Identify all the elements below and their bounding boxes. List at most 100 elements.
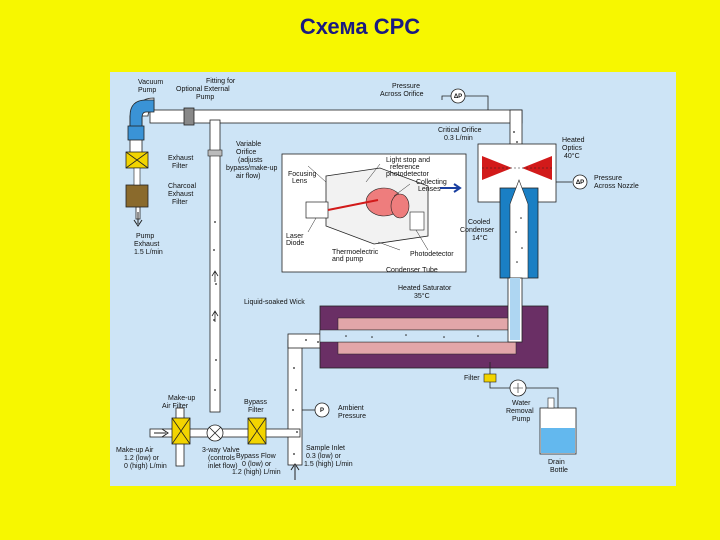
label-filter: Filter (464, 375, 480, 382)
svg-text:bypass/make-up: bypass/make-up (226, 165, 277, 172)
svg-text:0.3 L/min: 0.3 L/min (444, 135, 473, 142)
svg-text:Air Filter: Air Filter (162, 403, 189, 410)
label-vacuum-pump: Vacuum Pump (138, 79, 163, 94)
svg-text:Pressure: Pressure (594, 175, 622, 182)
label-critical-orifice: Critical Orifice 0.3 L/min (438, 127, 482, 142)
svg-text:Thermoelectric: Thermoelectric (332, 249, 379, 256)
svg-text:Light stop and: Light stop and (386, 157, 430, 164)
svg-text:3-way Valve: 3-way Valve (202, 447, 240, 454)
label-bypass-flow: Bypass Flow 0 (low) or 1.2 (high) L/min (232, 453, 281, 476)
ambient-pressure-gauge: P (302, 402, 330, 418)
svg-text:Removal: Removal (506, 408, 534, 415)
label-water-pump: Water Removal Pump (506, 400, 534, 423)
nozzle-pressure-gauge: ΔP (556, 174, 588, 190)
svg-text:Pump: Pump (512, 416, 530, 423)
svg-text:35°C: 35°C (414, 292, 430, 300)
svg-text:Vacuum: Vacuum (138, 79, 163, 86)
svg-text:Orifice: Orifice (236, 149, 256, 156)
svg-text:0 (high) L/min: 0 (high) L/min (124, 463, 167, 470)
label-photodetector: Photodetector (410, 251, 454, 258)
svg-text:Variable: Variable (236, 141, 261, 148)
delta-p-symbol: ΔP (454, 94, 462, 100)
label-drain-bottle: Drain Bottle (548, 459, 568, 474)
diagram-panel (110, 72, 676, 486)
svg-text:1.5 L/min: 1.5 L/min (134, 249, 163, 256)
label-light-stop: Light stop and reference photodetector (386, 157, 430, 178)
label-pump-exhaust: Pump Exhaust 1.5 L/min (134, 233, 163, 256)
label-bypass-filter: Bypass Filter (244, 399, 267, 414)
svg-text:P: P (320, 408, 324, 414)
variable-orifice-icon[interactable] (207, 149, 223, 157)
svg-text:Heated Saturator: Heated Saturator (398, 285, 452, 292)
label-collecting-lenses: Collecting Lenses (416, 179, 447, 193)
svg-text:Focusing: Focusing (288, 171, 317, 178)
label-three-way-valve: 3-way Valve (controls inlet flow) (202, 447, 240, 470)
cpc-schematic: ΔP ΔP (110, 72, 676, 486)
svg-text:Make-up Air: Make-up Air (116, 447, 154, 454)
svg-text:Drain: Drain (548, 459, 565, 466)
svg-text:air flow): air flow) (236, 173, 261, 180)
exhaust-filter-icon (125, 151, 149, 169)
svg-text:40°C: 40°C (564, 152, 580, 160)
three-way-valve-icon[interactable] (206, 424, 224, 442)
label-thermoelectric: Thermoelectric and pump (332, 249, 379, 263)
label-focusing-lens: Focusing Lens (288, 171, 317, 185)
vacuum-pump-icon (127, 99, 155, 141)
svg-text:Bottle: Bottle (550, 467, 568, 474)
svg-text:Fitting for: Fitting for (206, 78, 236, 85)
svg-text:photodetector: photodetector (386, 171, 429, 178)
label-makeup-air: Make-up Air 1.2 (low) or 0 (high) L/min (116, 447, 167, 470)
bypass-filter-icon (247, 417, 267, 445)
svg-text:(adjusts: (adjusts (238, 157, 263, 164)
svg-text:Filter: Filter (248, 407, 264, 414)
svg-text:Critical Orifice: Critical Orifice (438, 127, 482, 134)
svg-text:14°C: 14°C (472, 234, 488, 242)
label-laser-diode: Laser Diode (286, 233, 304, 247)
svg-text:Filter: Filter (172, 199, 188, 206)
svg-text:Pressure: Pressure (338, 413, 366, 420)
cooled-condenser-icon (499, 179, 539, 279)
external-pump-fitting[interactable] (183, 107, 195, 126)
makeup-filter-icon (171, 417, 191, 445)
svg-text:0.3 (low) or: 0.3 (low) or (306, 453, 342, 460)
label-pressure-nozzle: Pressure Across Nozzle (594, 175, 639, 190)
svg-text:Exhaust: Exhaust (134, 241, 159, 248)
svg-text:0 (low) or: 0 (low) or (242, 461, 272, 468)
inlet-arrows (154, 428, 300, 480)
svg-text:inlet flow): inlet flow) (208, 463, 238, 470)
svg-text:Bypass Flow: Bypass Flow (236, 453, 277, 460)
svg-text:Optics: Optics (562, 145, 582, 152)
svg-text:Pump: Pump (196, 94, 214, 101)
label-heated-optics: Heated Optics 40°C (562, 137, 585, 160)
svg-text:1.5 (high) L/min: 1.5 (high) L/min (304, 461, 353, 468)
svg-text:1.2 (low) or: 1.2 (low) or (124, 455, 160, 462)
svg-text:Lenses: Lenses (418, 186, 441, 193)
svg-text:Collecting: Collecting (416, 179, 447, 186)
charcoal-filter-icon (125, 167, 149, 208)
particle-dots (213, 131, 518, 455)
svg-text:Pump: Pump (136, 233, 154, 240)
orifice-pressure-gauge: ΔP (441, 88, 489, 110)
svg-text:ΔP: ΔP (576, 180, 584, 186)
label-cooled-condenser: Cooled Condenser 14°C (460, 219, 495, 242)
svg-text:Exhaust: Exhaust (168, 191, 193, 198)
svg-text:Heated: Heated (562, 137, 585, 144)
pump-exhaust-arrow (133, 212, 143, 227)
label-variable-orifice: Variable Orifice (adjusts bypass/make-up… (226, 141, 277, 180)
svg-text:Optional External: Optional External (176, 86, 230, 93)
flow-arrows-vertical (211, 270, 219, 322)
svg-text:Bypass: Bypass (244, 399, 267, 406)
svg-text:Ambient: Ambient (338, 405, 364, 412)
svg-text:and pump: and pump (332, 256, 363, 263)
label-ambient-pressure: Ambient Pressure (338, 405, 366, 420)
page-title: Схема CPC (299, 14, 421, 39)
label-liquid-wick: Liquid-soaked Wick (244, 299, 305, 306)
heated-saturator-icon (319, 305, 549, 369)
svg-text:reference: reference (390, 164, 420, 171)
label-pressure-orifice: Pressure Across Orifice (380, 83, 424, 98)
svg-text:Exhaust: Exhaust (168, 155, 193, 162)
svg-text:Cooled: Cooled (468, 219, 490, 226)
svg-text:Pump: Pump (138, 87, 156, 94)
label-exhaust-filter: Exhaust Filter (168, 155, 193, 170)
svg-text:(controls: (controls (208, 455, 235, 462)
